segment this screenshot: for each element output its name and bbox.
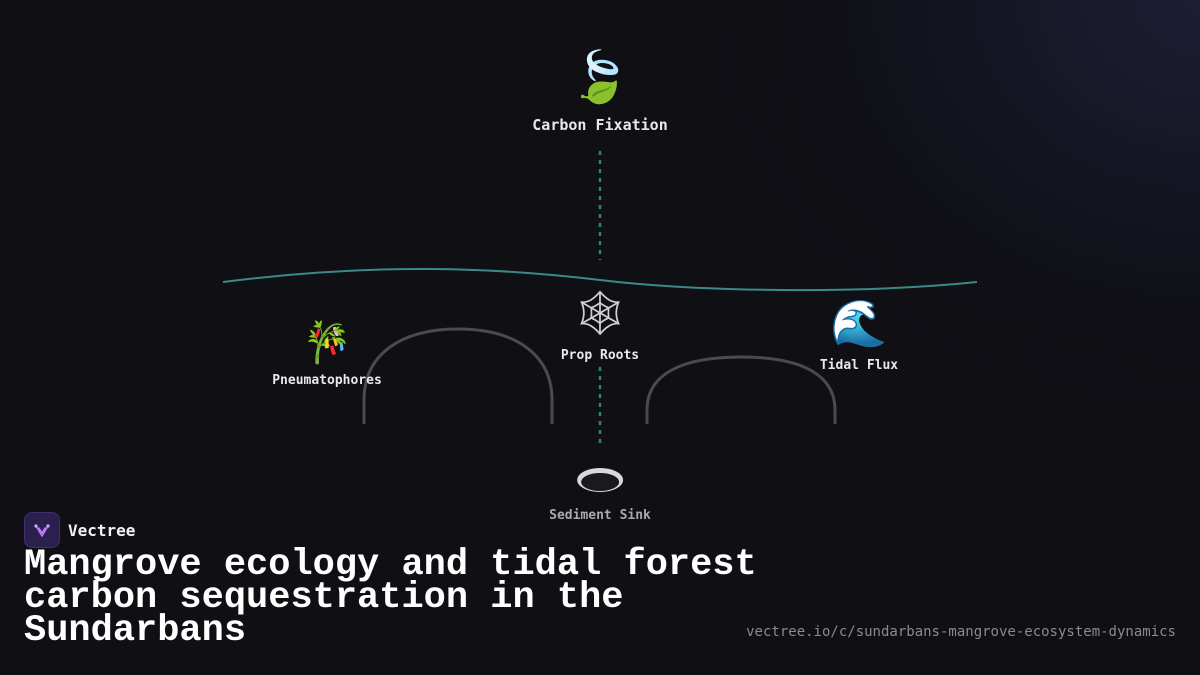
node-label: Prop Roots — [560, 348, 640, 363]
bamboo-icon: 🎋 — [302, 320, 352, 366]
node-label: Sediment Sink — [549, 508, 651, 523]
node-label: Carbon Fixation — [532, 116, 668, 134]
hole-icon — [577, 468, 623, 492]
node-label: Tidal Flux — [819, 358, 899, 373]
node-sediment-sink: Sediment Sink — [549, 466, 651, 523]
node-carbon-fixation: 🍃 Carbon Fixation — [532, 52, 667, 134]
brand-name: Vectree — [68, 520, 136, 540]
source-url: vectree.io/c/sundarbans-mangrove-ecosyst… — [746, 624, 1176, 640]
web-icon: 🕸 — [572, 288, 628, 339]
page-title: Mangrove ecology and tidal forest carbon… — [24, 544, 757, 652]
leaf-icon: 🍃 — [568, 48, 632, 106]
node-label: Pneumatophores — [272, 373, 382, 388]
root-arch-right — [645, 355, 837, 424]
node-pneumatophores: 🎋 Pneumatophores — [272, 323, 382, 388]
root-arch-left — [362, 327, 554, 424]
node-tidal-flux: 🌊 Tidal Flux — [820, 300, 898, 373]
wave-icon: 🌊 — [830, 296, 888, 350]
brand: Vectree — [24, 512, 135, 548]
vectree-logo-icon — [24, 512, 60, 548]
waterline-curve — [222, 267, 978, 292]
node-prop-roots: 🕸 Prop Roots — [560, 288, 640, 364]
